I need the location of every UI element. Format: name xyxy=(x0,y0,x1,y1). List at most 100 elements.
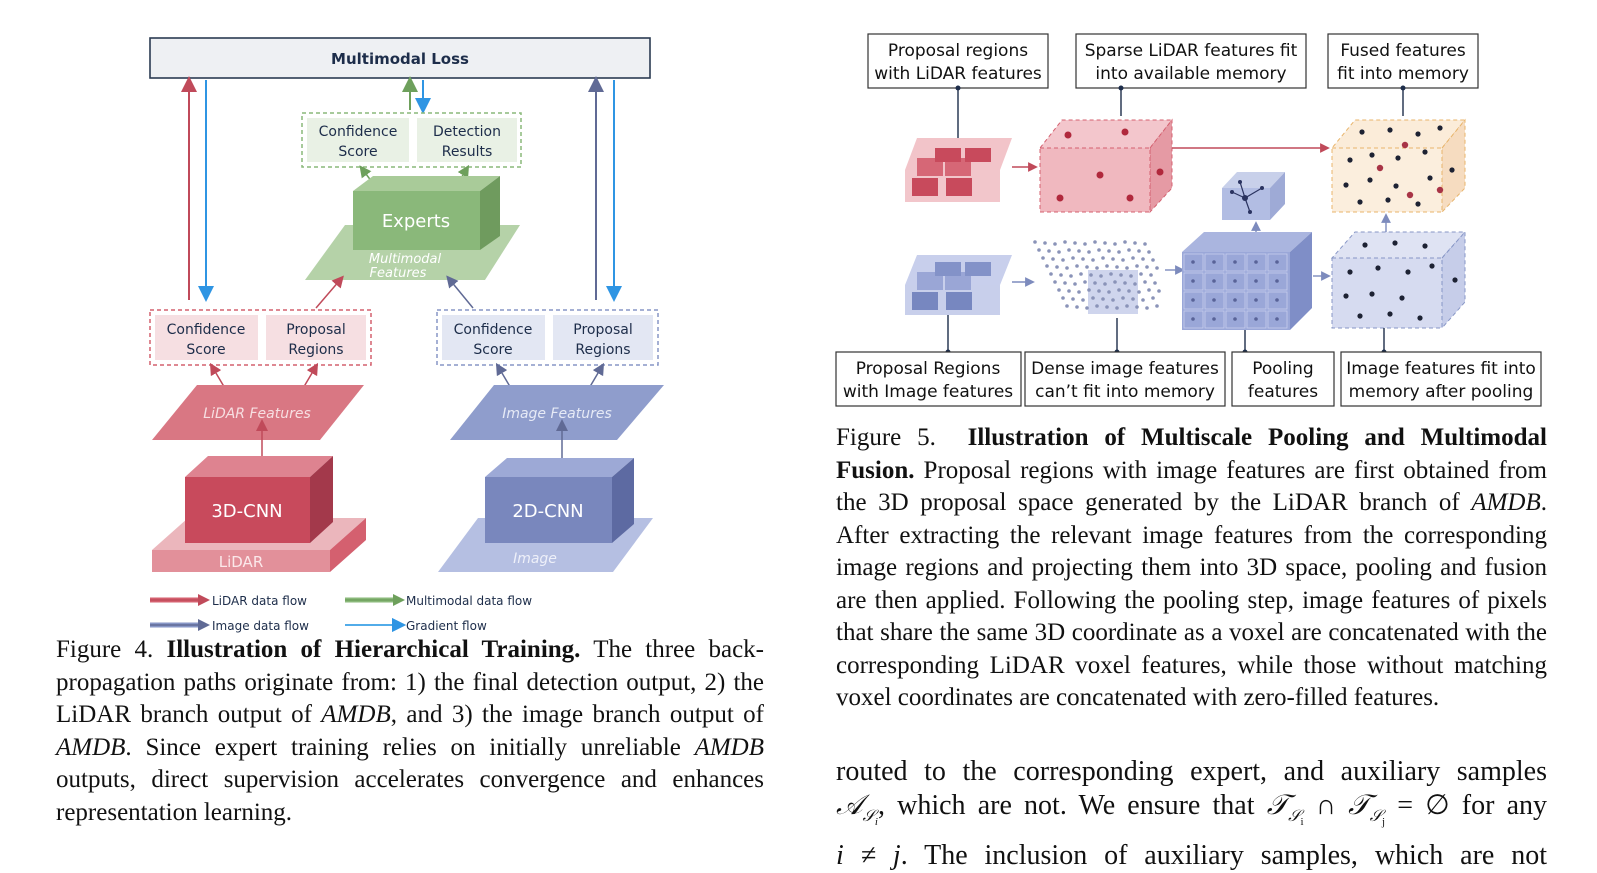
svg-text:into available memory: into available memory xyxy=(1095,64,1286,84)
dense-point xyxy=(1069,274,1073,278)
dense-point xyxy=(1109,272,1113,276)
cnn2d-label: 2D-CNN xyxy=(512,501,583,522)
image-proposal-line2: Regions xyxy=(575,342,630,358)
dense-point xyxy=(1083,280,1087,284)
dense-point xyxy=(1067,248,1071,252)
dense-point xyxy=(1107,290,1111,294)
dense-point xyxy=(1075,305,1079,309)
dense-point xyxy=(1123,281,1127,285)
fused-features-cube xyxy=(1330,118,1467,214)
dense-point xyxy=(1061,296,1065,300)
dense-point xyxy=(1145,265,1149,269)
svg-text:Pooling: Pooling xyxy=(1252,359,1313,379)
voxel-cell xyxy=(1267,310,1288,329)
label-pooling: Pooling features xyxy=(1231,351,1335,407)
body-line-1: routed to the corresponding expert, and … xyxy=(836,756,1547,787)
dense-point xyxy=(1077,290,1081,294)
image-proposal-regions xyxy=(905,255,1012,315)
cnn3d-label: 3D-CNN xyxy=(211,501,282,522)
dense-point xyxy=(1041,256,1045,260)
dense-point xyxy=(1133,282,1137,286)
dense-point xyxy=(1103,282,1107,286)
experts-label: Experts xyxy=(382,211,450,232)
dense-point xyxy=(1057,288,1061,292)
dense-point xyxy=(1091,296,1095,300)
voxel-cell xyxy=(1204,272,1225,291)
dense-point xyxy=(1081,298,1085,302)
dense-point xyxy=(1055,265,1059,269)
dense-point xyxy=(1049,272,1053,276)
pooling-grid-cube xyxy=(1182,232,1312,330)
legend-image-flow: Image data flow xyxy=(212,619,309,633)
dense-point xyxy=(1097,289,1101,293)
body-line-3: i ≠ j. The inclusion of auxiliary sample… xyxy=(836,839,1547,871)
dense-point xyxy=(1077,249,1081,253)
image-proposal-line1: Proposal xyxy=(573,322,632,338)
sparse-lidar-cube xyxy=(1038,118,1174,214)
voxel-point xyxy=(1254,317,1258,321)
voxel-point xyxy=(1191,298,1195,302)
dense-point xyxy=(1137,249,1141,253)
voxel-point xyxy=(1233,279,1237,283)
caption-4-text: . Since expert training relies on initia… xyxy=(125,733,695,761)
voxel-point xyxy=(1212,298,1216,302)
dense-point xyxy=(1143,242,1147,246)
voxel-cell xyxy=(1267,291,1288,310)
dense-point xyxy=(1127,248,1131,252)
image-confidence-line1: Confidence xyxy=(454,322,533,338)
voxel-point xyxy=(1275,317,1279,321)
caption-4-text: , and 3) the image branch output of xyxy=(390,701,764,728)
voxel-point xyxy=(1254,260,1258,264)
svg-text:Sparse LiDAR features fit: Sparse LiDAR features fit xyxy=(1085,41,1298,61)
svg-text:Proposal regions: Proposal regions xyxy=(888,41,1028,61)
caption-4-title: Illustration of Hierarchical Training. xyxy=(166,636,581,663)
voxel-cell xyxy=(1204,253,1225,272)
dense-point xyxy=(1121,258,1125,262)
dense-point xyxy=(1047,249,1051,253)
image-label: Image xyxy=(513,551,557,567)
multimodal-features-line1: Multimodal xyxy=(369,252,442,267)
voxel-cell xyxy=(1246,272,1267,291)
dense-point xyxy=(1131,297,1135,301)
dense-point xyxy=(1129,274,1133,278)
dense-point xyxy=(1053,242,1057,246)
dense-point xyxy=(1145,306,1149,310)
caption-4-amdb: AMDB xyxy=(56,733,126,761)
figure-5-diagram: Proposal regions with LiDAR features Spa… xyxy=(835,33,1542,407)
voxel-point xyxy=(1233,317,1237,321)
cnn2d-block: 2D-CNN xyxy=(485,458,634,543)
lidar-proposal-regions xyxy=(905,138,1012,202)
dense-point xyxy=(1087,250,1091,254)
voxel-cell xyxy=(1183,272,1204,291)
dense-point xyxy=(1073,241,1077,245)
dense-point xyxy=(1033,240,1037,244)
dense-point xyxy=(1067,289,1071,293)
dense-point xyxy=(1157,289,1161,293)
dense-point xyxy=(1061,258,1065,262)
voxel-cell xyxy=(1225,272,1246,291)
dense-point xyxy=(1079,272,1083,276)
lidar-confidence-line2: Score xyxy=(186,342,225,358)
voxel-point xyxy=(1191,317,1195,321)
voxel-cell xyxy=(1183,291,1204,310)
dense-point xyxy=(1059,273,1063,277)
dense-point xyxy=(1093,240,1097,244)
caption-4-text: The three back-propagation paths origina… xyxy=(56,636,764,728)
experts-block: Experts xyxy=(353,176,500,250)
dense-point xyxy=(1037,248,1041,252)
voxel-cell xyxy=(1246,291,1267,310)
dense-point xyxy=(1151,296,1155,300)
image-features-plane: Image Features xyxy=(450,385,664,440)
dense-point xyxy=(1103,241,1107,245)
voxel-cell xyxy=(1204,310,1225,329)
dense-point xyxy=(1083,242,1087,246)
dense-point xyxy=(1123,240,1127,244)
label-sparse-lidar: Sparse LiDAR features fit into available… xyxy=(1075,33,1307,89)
voxel-point xyxy=(1212,317,1216,321)
legend-lidar-flow: LiDAR data flow xyxy=(212,594,307,608)
dense-point xyxy=(1125,266,1129,270)
dense-point xyxy=(1147,288,1151,292)
caption-5-text: Proposal regions with image features are… xyxy=(836,456,1547,517)
dense-point xyxy=(1043,241,1047,245)
caption-5-text: . After extracting the relevant image fe… xyxy=(836,489,1547,711)
